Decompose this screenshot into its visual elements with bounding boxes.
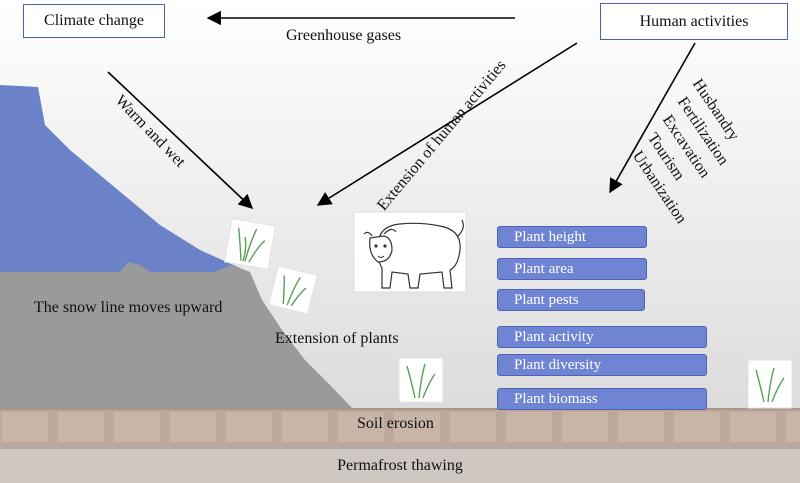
snow-icon xyxy=(0,85,245,280)
soil-erosion-label: Soil erosion xyxy=(357,415,434,432)
arrow-drivers xyxy=(609,42,696,194)
trait-plant-diversity: Plant diversity xyxy=(497,354,707,376)
greenhouse-gases-label: Greenhouse gases xyxy=(286,27,402,44)
trait-plant-activity: Plant activity xyxy=(497,326,707,348)
trait-plant-pests: Plant pests xyxy=(497,289,645,311)
arrow-extension-human xyxy=(316,42,578,206)
arrow-warm-wet xyxy=(107,71,254,209)
soil-icon xyxy=(0,408,800,483)
permafrost-thawing-label: Permafrost thawing xyxy=(337,457,463,474)
trait-plant-height: Plant height xyxy=(497,226,647,248)
human-activities-box: Human activities xyxy=(600,3,788,40)
yak-icon xyxy=(353,211,467,293)
grass-icon xyxy=(223,217,793,409)
mountain-icon xyxy=(0,262,352,408)
climate-change-box: Climate change xyxy=(23,4,165,38)
driver-list: Husbandry Fertilization Excavation Touri… xyxy=(629,72,785,232)
trait-plant-biomass: Plant biomass xyxy=(497,388,707,410)
trait-plant-area: Plant area xyxy=(497,258,647,280)
snow-line-label: The snow line moves upward xyxy=(34,299,223,316)
extension-of-plants-label: Extension of plants xyxy=(275,330,399,347)
